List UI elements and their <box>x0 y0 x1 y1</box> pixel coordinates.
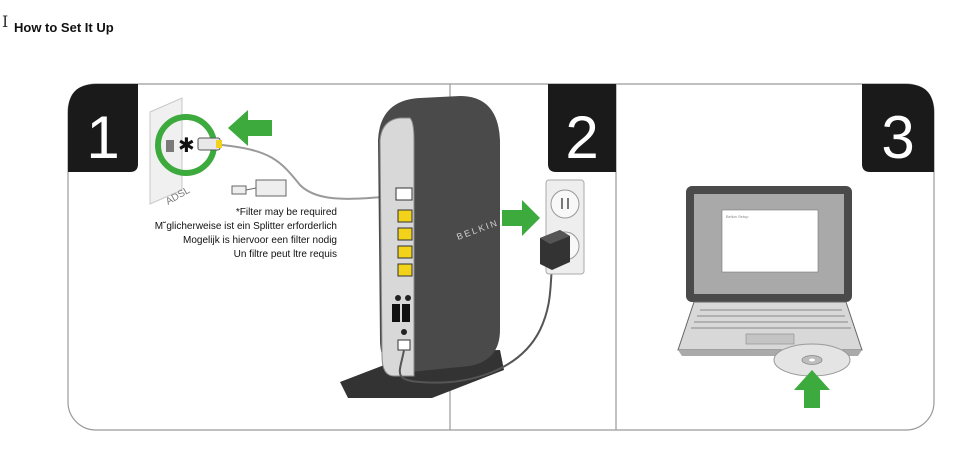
filter-note-en: *Filter may be required <box>236 207 337 218</box>
page-title: How to Set It Up <box>14 20 114 35</box>
dsl-cable <box>221 144 399 200</box>
router-device: BELKIN <box>340 96 504 398</box>
text-cursor-icon: I <box>2 12 9 31</box>
asterisk-icon: ✱ <box>178 133 195 157</box>
cd-disc-icon <box>773 343 851 377</box>
step-badge-2: 2 <box>548 84 616 172</box>
power-cable <box>398 267 553 384</box>
green-arrow-icon <box>228 110 272 146</box>
step-number-3: 3 <box>881 104 914 171</box>
laptop-device: Belkin Setup <box>677 186 863 356</box>
splitter-filter-icon <box>231 179 287 197</box>
step-badge-3: 3 <box>862 84 934 172</box>
green-arrow-icon <box>502 200 540 236</box>
step-number-1: 1 <box>86 104 119 171</box>
filter-note-nl: Mogelijk is hiervoor een filter nodig <box>183 235 337 246</box>
step-number-2: 2 <box>565 104 598 171</box>
power-adapter <box>540 230 570 270</box>
step-badge-1: 1 <box>68 84 138 172</box>
laptop-screen-text: Belkin Setup <box>726 214 749 219</box>
green-arrow-icon <box>794 370 830 408</box>
filter-note-fr: Un filtre peut ltre requis <box>234 249 337 260</box>
filter-note-de: M˘glicherweise ist ein Splitter erforder… <box>155 221 337 232</box>
